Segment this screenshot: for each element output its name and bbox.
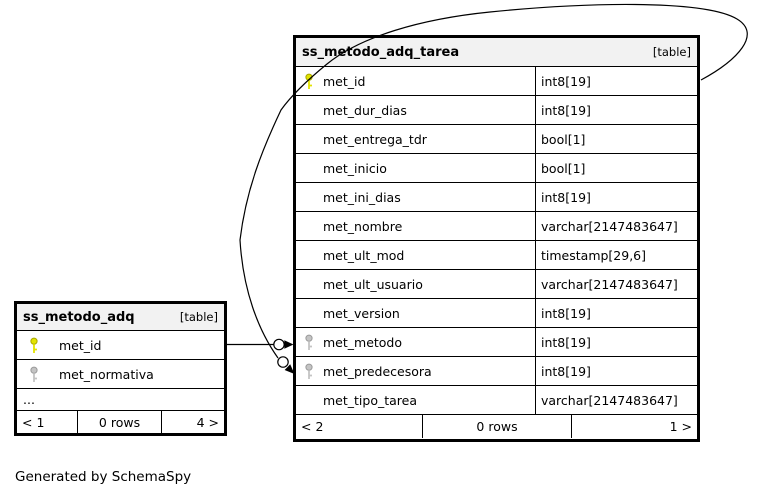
- row-count: 0 rows: [423, 415, 572, 438]
- column-name: met_id: [296, 67, 536, 95]
- column-type: int8[19]: [541, 102, 591, 118]
- column-type: timestamp[29,6]: [541, 247, 647, 263]
- column-row-met-id: met_id int8[19]: [296, 67, 697, 96]
- column-type: bool[1]: [541, 160, 586, 176]
- column-name: met_entrega_tdr: [296, 125, 536, 153]
- column-row-met-inicio: met_inicio bool[1]: [296, 154, 697, 183]
- parents-count: < 2: [296, 415, 423, 438]
- table-node-ss-metodo-adq[interactable]: ss_metodo_adq [table] met_id met_normati…: [14, 301, 227, 436]
- column-type: int8[19]: [541, 189, 591, 205]
- foreign-key-icon: [29, 366, 39, 383]
- column-name: met_ult_mod: [296, 241, 536, 269]
- row-count: 0 rows: [78, 411, 162, 433]
- connector-circle-icon: [277, 356, 289, 368]
- children-count: 4 >: [196, 414, 219, 430]
- column-row-met-id: met_id: [17, 331, 224, 360]
- table-type-badge: [table]: [652, 45, 691, 59]
- table-title[interactable]: ss_metodo_adq_tarea: [302, 44, 460, 60]
- column-row-met-version: met_version int8[19]: [296, 299, 697, 328]
- column-type: int8[19]: [541, 334, 591, 350]
- table-type-badge: [table]: [179, 310, 218, 324]
- column-type: int8[19]: [541, 363, 591, 379]
- column-name: met_version: [296, 299, 536, 327]
- column-type: int8[19]: [541, 73, 591, 89]
- column-name: met_inicio: [296, 154, 536, 182]
- column-row-met-ult-usuario: met_ult_usuario varchar[2147483647]: [296, 270, 697, 299]
- children-count: 1 >: [669, 419, 692, 434]
- column-row-met-tipo-tarea: met_tipo_tarea varchar[2147483647]: [296, 386, 697, 415]
- table-header: ss_metodo_adq_tarea [table]: [296, 38, 697, 67]
- column-type: varchar[2147483647]: [541, 392, 678, 408]
- column-name: met_nombre: [296, 212, 536, 240]
- column-row-met-normativa: met_normativa: [17, 360, 224, 389]
- table-node-ss-metodo-adq-tarea[interactable]: ss_metodo_adq_tarea [table] met_id int8[…: [293, 35, 700, 442]
- column-type: int8[19]: [541, 305, 591, 321]
- column-name: met_id: [59, 337, 102, 353]
- hidden-columns-ellipsis: ...: [17, 389, 224, 411]
- column-type: bool[1]: [541, 131, 586, 147]
- column-name: met_dur_dias: [296, 96, 536, 124]
- column-name: met_ini_dias: [296, 183, 536, 211]
- column-row-met-predecesora: met_predecesora int8[19]: [296, 357, 697, 386]
- column-row-met-nombre: met_nombre varchar[2147483647]: [296, 212, 697, 241]
- table-footer: < 2 0 rows 1 >: [296, 415, 697, 438]
- table-footer: < 1 0 rows 4 >: [17, 411, 224, 433]
- column-name: met_metodo: [296, 328, 536, 356]
- foreign-key-icon: [304, 334, 314, 351]
- generator-credit: Generated by SchemaSpy: [15, 469, 192, 485]
- column-row-met-ult-mod: met_ult_mod timestamp[29,6]: [296, 241, 697, 270]
- column-row-met-entrega-tdr: met_entrega_tdr bool[1]: [296, 125, 697, 154]
- column-row-met-ini-dias: met_ini_dias int8[19]: [296, 183, 697, 212]
- foreign-key-icon: [304, 363, 314, 380]
- table-header: ss_metodo_adq [table]: [17, 304, 224, 331]
- table-title[interactable]: ss_metodo_adq: [23, 309, 135, 325]
- column-name: met_ult_usuario: [296, 270, 536, 298]
- primary-key-icon: [29, 337, 39, 354]
- column-name: met_tipo_tarea: [296, 386, 536, 414]
- column-row-met-dur-dias: met_dur_dias int8[19]: [296, 96, 697, 125]
- connector-circle-icon: [273, 338, 285, 351]
- parents-count: < 1: [17, 411, 78, 433]
- column-type: varchar[2147483647]: [541, 218, 678, 234]
- column-row-met-metodo: met_metodo int8[19]: [296, 328, 697, 357]
- column-name: met_predecesora: [296, 357, 536, 385]
- column-type: varchar[2147483647]: [541, 276, 678, 292]
- primary-key-icon: [304, 73, 314, 90]
- column-name: met_normativa: [59, 366, 154, 382]
